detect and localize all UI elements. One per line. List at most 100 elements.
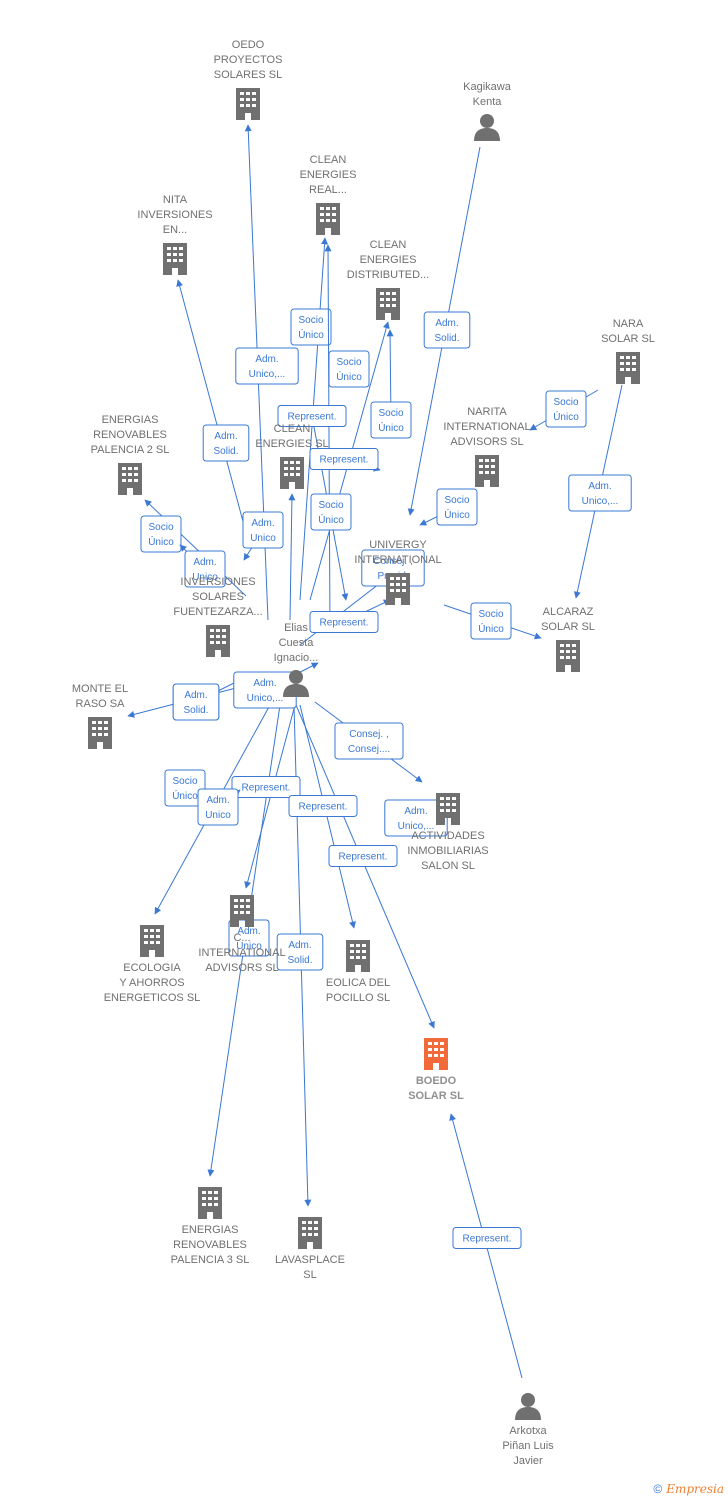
relation-label-extra[interactable]: Represent.	[309, 448, 379, 470]
node-label: ADVISORS SL	[450, 436, 523, 448]
node-elias[interactable]: EliasCuestaIgnacio...	[274, 622, 319, 697]
relation-label-text: Adm.	[288, 940, 311, 951]
relation-label-extra[interactable]: Adm. Unico	[197, 788, 239, 826]
node-label: ENERGETICOS SL	[104, 992, 201, 1004]
node-label: NARITA	[467, 406, 507, 418]
building-icon	[436, 793, 460, 825]
relation-label-text: Solid.	[287, 955, 312, 966]
relation-label-text: Adm.	[255, 354, 278, 365]
brand-logo[interactable]: Empresia	[666, 1482, 724, 1496]
person-icon	[515, 1393, 541, 1420]
relation-label-text: Solid.	[434, 333, 459, 344]
node-label: Kagikawa	[463, 81, 512, 93]
relation-label-text: Socio	[478, 609, 503, 620]
building-icon	[163, 243, 187, 275]
node-label: POCILLO SL	[326, 992, 390, 1004]
relation-label-text: Socio	[336, 357, 361, 368]
relation-label-elias-to-oedo[interactable]: Adm.Unico,...	[235, 347, 299, 385]
relation-label-elias-to-nita[interactable]: Adm. Solid.	[202, 424, 250, 462]
node-label: SL	[303, 1269, 316, 1281]
relation-label-elias-to-cint[interactable]: Represent.	[231, 776, 301, 798]
node-label: ENERGIAS	[182, 1224, 239, 1236]
node-label: SOLARES	[192, 591, 244, 603]
relation-label-text: Unico	[205, 810, 231, 821]
node-label: SOLAR SL	[541, 621, 595, 633]
extra-relations-layer: SocioÚnicoRepresent.Adm.UnicoAdm.UnicoSo…	[172, 244, 478, 957]
relation-label-text: Unico	[192, 572, 218, 583]
relation-label-text: Adm.	[251, 518, 274, 529]
node-label: LAVASPLACE	[275, 1254, 345, 1266]
node-label: ALCARAZ	[543, 606, 594, 618]
relation-label-extra[interactable]: Adm.Unico	[184, 550, 226, 588]
relation-label-elias-to-lavasplace[interactable]: Adm. Solid.	[276, 933, 324, 971]
relation-label-text: Solid.	[213, 446, 238, 457]
node-alcaraz[interactable]: ALCARAZ SOLAR SL	[541, 606, 595, 672]
relation-label-text: Único	[378, 421, 404, 434]
node-label: EN...	[163, 224, 187, 236]
node-label: Kenta	[473, 96, 503, 108]
relation-label-text: Socio	[444, 495, 469, 506]
building-icon	[88, 717, 112, 749]
relation-label-text: Represent.	[299, 802, 348, 813]
relation-label-elias-to-eolica[interactable]: Represent.	[288, 795, 358, 817]
relation-label-text: Represent.	[463, 1234, 512, 1245]
relation-label-extra[interactable]: Represent.	[277, 405, 347, 427]
node-label: C...	[233, 932, 250, 944]
relation-label-text: Adm.	[214, 431, 237, 442]
relation-label-elias-to-actividades[interactable]: Consej. ,Consej....	[334, 722, 404, 760]
relation-label-extra[interactable]: Adm.Unico,...	[384, 799, 448, 837]
node-clean_real[interactable]: CLEANENERGIESREAL...	[300, 154, 357, 235]
relation-label-arkotxa-to-boedo[interactable]: Represent.	[452, 1227, 522, 1249]
node-label: Cuesta	[279, 637, 315, 649]
node-label: RASO SA	[76, 698, 126, 710]
person-icon	[474, 114, 500, 141]
node-label: INTERNATIONAL	[198, 947, 285, 959]
relation-label-text: Represent.	[288, 412, 337, 423]
relation-label-extra[interactable]: Adm.Unico,...	[233, 671, 297, 709]
building-icon	[475, 455, 499, 487]
relation-label-text: Unico	[250, 533, 276, 544]
relation-label-extra[interactable]: Represent.	[309, 611, 379, 633]
relation-label-elias-to-boedo[interactable]: Represent.	[328, 845, 398, 867]
node-nita[interactable]: NITAINVERSIONESEN...	[137, 194, 213, 275]
relation-label-nara-to-alcaraz[interactable]: Adm.Unico,...	[568, 474, 632, 512]
relation-label-kagikawa-to-univergy[interactable]: Adm.Solid.	[423, 311, 471, 349]
relation-label-text: Consej. ,	[349, 729, 388, 740]
relation-label-extra[interactable]: Adm.Solid.	[172, 683, 220, 721]
relation-label-extra[interactable]: Adm. Unico	[242, 511, 284, 549]
building-icon	[140, 925, 164, 957]
edge-line-elias-to-clean_sl	[288, 493, 296, 621]
node-label: PALENCIA 3 SL	[171, 1254, 250, 1266]
node-label: REAL...	[309, 184, 347, 196]
node-fuentez[interactable]: INVERSIONESSOLARESFUENTEZARZA...	[173, 576, 263, 657]
relation-label-text: Unico	[236, 941, 262, 952]
node-label: UNIVERGY	[369, 539, 427, 551]
relation-label-text: Adm.	[206, 795, 229, 806]
node-clean_dist[interactable]: CLEANENERGIESDISTRIBUTED...	[347, 239, 430, 320]
node-lavasplace[interactable]: LAVASPLACE SL	[275, 1217, 345, 1281]
